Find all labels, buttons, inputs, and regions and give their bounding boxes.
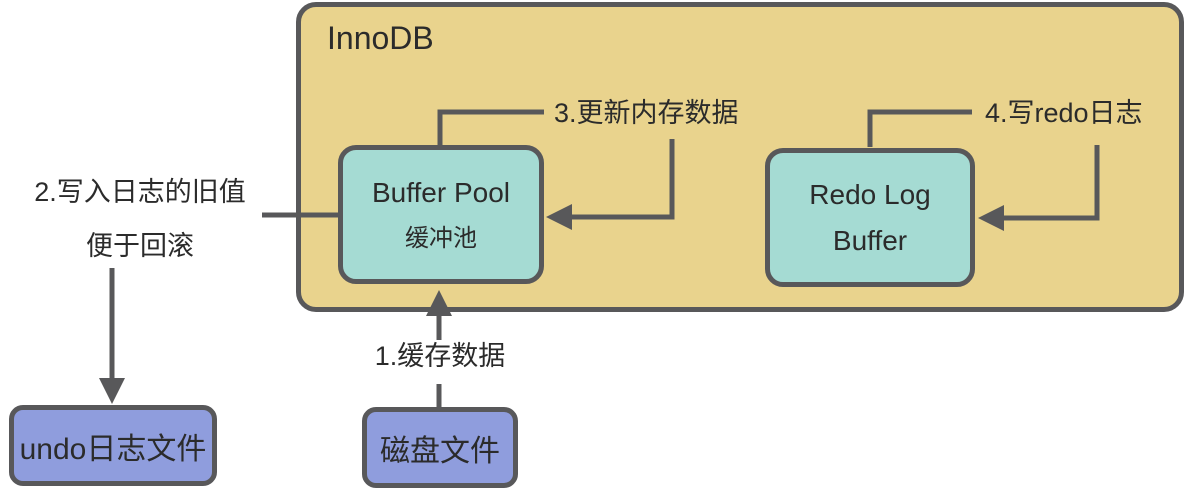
step2-annotation-line1: 2.写入日志的旧值: [34, 177, 246, 207]
buffer-pool-label-en: Buffer Pool: [371, 176, 511, 208]
step2-annotation: 2.写入日志的旧值 便于回滚: [15, 179, 265, 260]
redo-log-buffer-node: Redo Log Buffer: [765, 148, 975, 287]
step4-annotation: 4.写redo日志: [985, 98, 1143, 128]
arrow-undo-head: [99, 378, 125, 404]
redo-log-buffer-label-line2: Buffer: [832, 224, 908, 256]
step1-annotation: 1.缓存数据: [374, 341, 506, 371]
undo-log-file-node: undo日志文件: [9, 405, 217, 486]
step3-annotation: 3.更新内存数据: [554, 98, 739, 128]
disk-file-label: 磁盘文件: [380, 434, 500, 468]
step2-annotation-line2: 便于回滚: [86, 231, 194, 261]
redo-log-buffer-label-line1: Redo Log: [809, 178, 931, 210]
buffer-pool-label-cn: 缓冲池: [405, 224, 477, 252]
undo-log-file-label: undo日志文件: [19, 432, 207, 466]
innodb-title: InnoDB: [327, 20, 434, 56]
buffer-pool-node: Buffer Pool 缓冲池: [338, 145, 544, 284]
disk-file-node: 磁盘文件: [362, 407, 518, 488]
